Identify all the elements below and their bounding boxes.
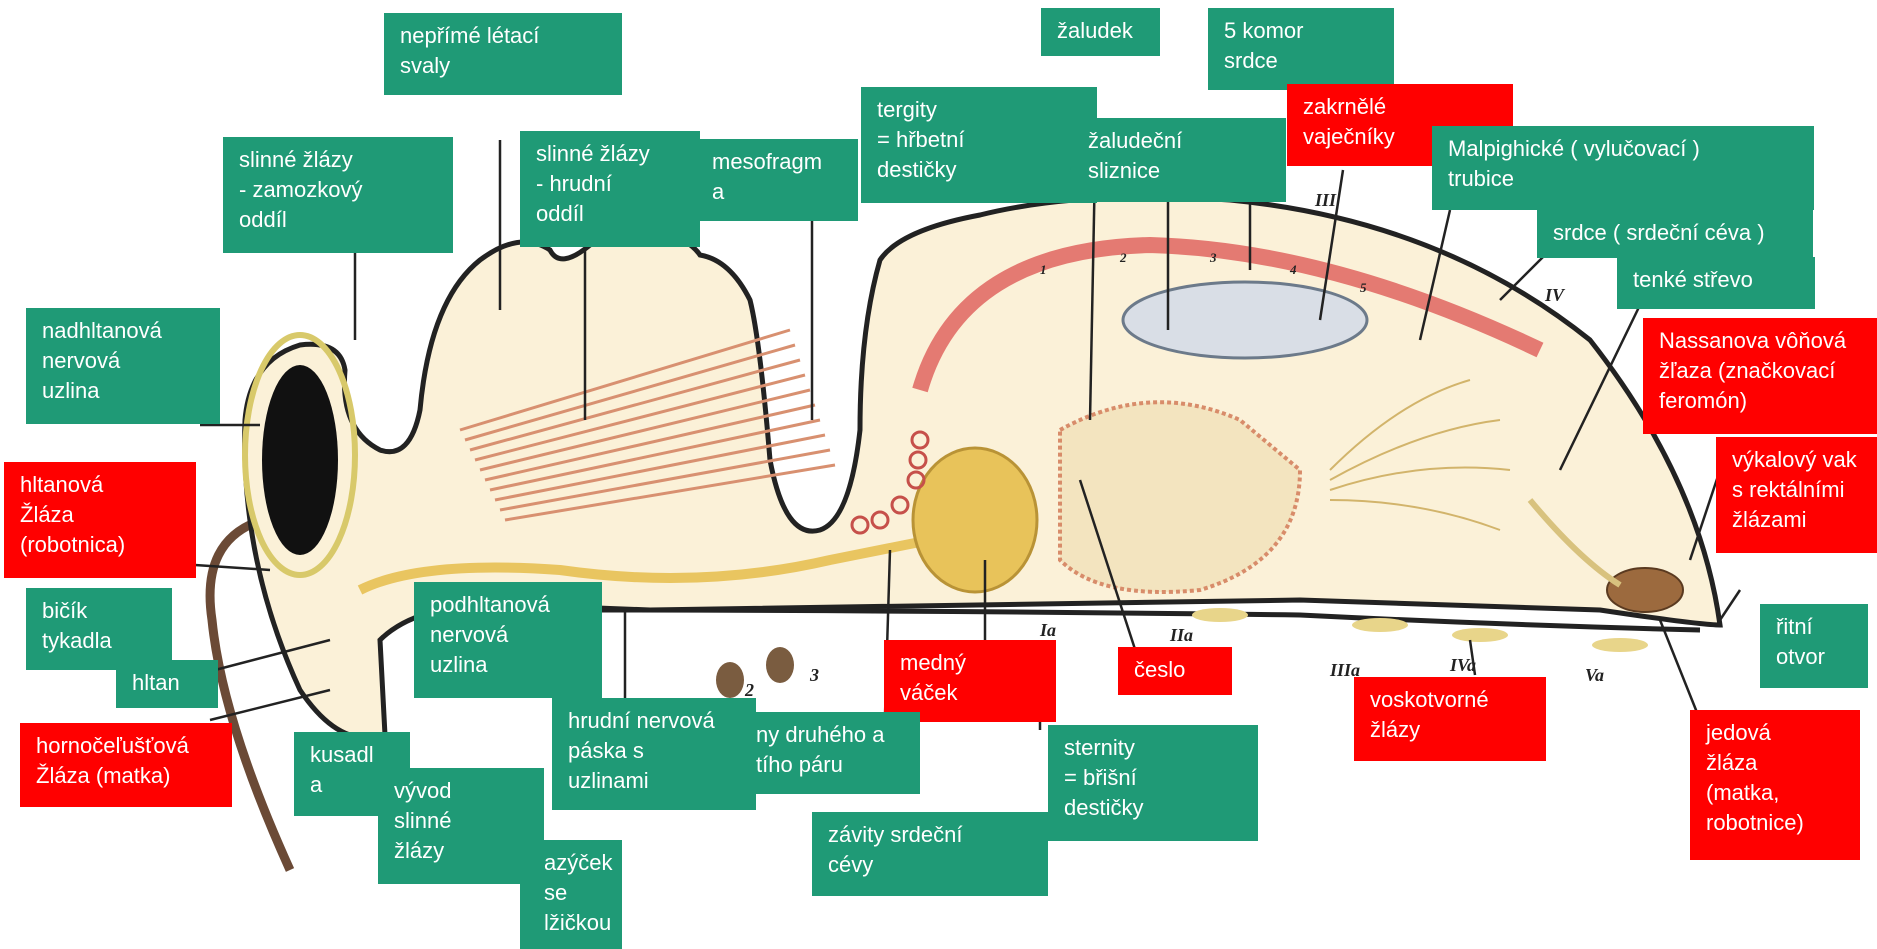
label-zavity-srdecni-cevy: závity srdeční cévy [812, 812, 1048, 896]
label-sternity: sternity = břišní destičky [1048, 725, 1258, 841]
label-medny-vacek: medný váček [884, 640, 1056, 722]
segment-mark-ia: Ia [1040, 620, 1056, 641]
label-tergity: tergity = hřbetní destičky [861, 87, 1097, 203]
label-zaludecni-sliznice: žaludeční sliznice [1072, 118, 1286, 202]
label-ritni-otvor: řitní otvor [1760, 604, 1868, 688]
heart-chamber-2: 2 [1120, 250, 1127, 266]
segment-mark-iia: IIa [1170, 625, 1193, 646]
ovary [1123, 282, 1367, 358]
leg-mark-3: 3 [810, 665, 819, 686]
label-podhltanova-uzlina: podhltanová nervová uzlina [414, 582, 602, 698]
label-mesofragma: mesofragm a [696, 139, 858, 221]
ventral-nerve-cord [560, 610, 1700, 630]
label-nohy-druheho: ny druhého a tího páru [740, 712, 920, 794]
rectum [1607, 568, 1683, 612]
label-srdce-cev: srdce ( srdeční céva ) [1537, 210, 1813, 258]
legs [716, 647, 794, 698]
heart-chamber-4: 4 [1290, 262, 1297, 278]
label-voskotvorne-zlazy: voskotvorné žlázy [1354, 677, 1546, 761]
label-bicik-tykadla: bičík tykadla [26, 588, 172, 670]
label-hornocelustova-zlaza: hornočeľušťová Žláza (matka) [20, 723, 232, 807]
label-nassanova-zlaza: Nassanova vôňová žľaza (značkovací ferom… [1643, 318, 1877, 434]
label-hltanova-zlaza: hltanová Žláza (robotnica) [4, 462, 196, 578]
label-hltan: hltan [116, 660, 218, 708]
label-vykalovy-vak: výkalový vak s rektálními žlázami [1716, 437, 1877, 553]
segment-mark-va: Va [1585, 665, 1604, 686]
label-tenke-strevo: tenké střevo [1617, 257, 1815, 309]
segment-mark-iii: III [1315, 190, 1336, 211]
label-slinne-zlazy-zamozkovy: slinné žlázy - zamozkový oddíl [223, 137, 453, 253]
label-jedova-zlaza: jedová žláza (matka, robotnice) [1690, 710, 1860, 860]
heart-chamber-5: 5 [1360, 280, 1367, 296]
heart-chamber-3: 3 [1210, 250, 1217, 266]
label-malpighicke-trubice: Malpighické ( vylučovací ) trubice [1432, 126, 1814, 210]
label-pet-komor-srdce: 5 komor srdce [1208, 8, 1394, 90]
label-zaludek: žaludek [1041, 8, 1160, 56]
honey-stomach [913, 448, 1037, 592]
label-jazycek: azýček se lžičkou [520, 840, 622, 949]
label-ceslo: česlo [1118, 647, 1232, 695]
label-hrudni-paska: hrudní nervová páska s uzlinami [552, 698, 756, 810]
segment-mark-iv: IV [1545, 285, 1564, 306]
label-nadhltanova-uzlina: nadhltanová nervová uzlina [26, 308, 220, 424]
brain [262, 365, 338, 555]
label-neprime-letaci-svaly: nepřímé létací svaly [384, 13, 622, 95]
label-slinne-zlazy-hrudni: slinné žlázy - hrudní oddíl [520, 131, 700, 247]
heart-chamber-1: 1 [1040, 262, 1047, 278]
segment-mark-iva: IVa [1450, 655, 1476, 676]
